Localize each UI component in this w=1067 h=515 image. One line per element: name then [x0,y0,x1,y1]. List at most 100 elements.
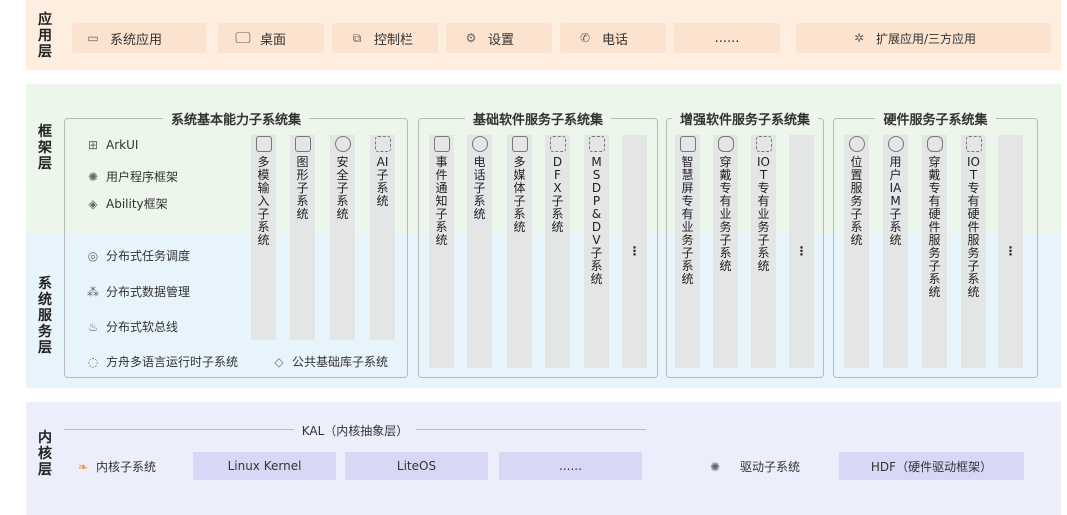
graphics-icon [294,136,311,152]
column-label: IOT专有硬件服务子系统 [967,155,980,299]
item-label: 分布式软总线 [106,320,179,334]
kal-label: KAL（内核抽象层） [64,420,646,439]
app-label: 系统应用 [110,32,163,48]
app-system-app[interactable]: ▭ 系统应用 [72,23,206,53]
group-title: 系统基本能力子系统集 [162,113,309,128]
item-label: 驱动子系统 [740,460,801,474]
security-icon [334,136,351,152]
puzzle-icon: ✲ [853,31,865,45]
subsystem-column: IOT专有硬件服务子系统 [961,135,986,368]
subsystem-column: 多媒体子系统 [507,135,532,368]
group-title: 基础软件服务子系统集 [464,113,611,128]
subsystem-column: 智慧屏专有业务子系统 [675,135,700,368]
subsystem-column: 电话子系统 [467,135,492,368]
common-lib-item: ◇ 公共基础库子系统 [272,353,388,370]
kernel-more[interactable]: ...... [499,452,642,480]
app-label: 桌面 [260,32,287,48]
distributed-task-icon: ◎ [87,248,99,263]
ability-framework-icon: ◈ [88,196,98,211]
kernel-label: LiteOS [396,459,437,473]
app-layer-label: 应用层 [38,12,52,60]
subsystem-column: 位置服务子系统 [844,135,869,368]
subsystem-column: 用户IAM子系统 [883,135,908,368]
ai-icon [374,136,391,152]
distributed-data-icon: ⁂ [87,284,99,299]
framework-item-user-program: ✺ 用户程序框架 [86,168,178,185]
hdf-box[interactable]: HDF（硬件驱动框架） [839,452,1024,480]
app-settings[interactable]: ⚙ 设置 [446,23,552,53]
kernel-subsystem: ❧ 内核子系统 [76,458,156,475]
service-item-bus: ♨ 分布式软总线 [86,318,178,335]
column-label: 安全子系统 [336,155,349,221]
phone-icon [471,136,488,152]
phone-icon: ✆ [579,31,591,45]
group-title: 增强软件服务子系统集 [671,113,818,128]
event-icon [433,136,450,152]
subsystem-column-more: ⋮ [998,135,1023,368]
subsystem-column: 多模输入子系统 [251,135,276,340]
runtime-item: ◌ 方舟多语言运行时子系统 [86,353,238,370]
kal-label-text: KAL（内核抽象层） [293,424,417,438]
app-control-bar[interactable]: ⧉ 控制栏 [332,23,438,53]
kernel-linux[interactable]: Linux Kernel [193,452,336,480]
wearable-hw-icon [926,136,943,152]
subsystem-column-more: ⋮ [789,135,814,368]
hardware-service-group: 硬件服务子系统集 [833,113,1038,378]
driver-icon: ✺ [709,459,721,474]
subsystem-column-more: ⋮ [622,135,647,368]
media-icon [511,136,528,152]
column-label: 多媒体子系统 [513,155,526,234]
subsystem-column: 图形子系统 [290,135,315,340]
column-label: 穿戴专有硬件服务子系统 [928,155,941,299]
column-label: IOT专有业务子系统 [757,155,770,273]
more-label: ⋮ [628,244,641,258]
driver-subsystem: ✺ 驱动子系统 [708,458,800,475]
app-more[interactable]: ...... [674,23,780,53]
hdf-label: HDF（硬件驱动框架） [870,459,993,474]
app-extended[interactable]: ✲ 扩展应用/三方应用 [796,23,1051,53]
column-label: 位置服务子系统 [850,155,863,247]
user-iam-icon [887,136,904,152]
runtime-icon: ◌ [87,354,99,369]
service-layer-label: 系统服务层 [38,276,52,356]
user-program-framework-icon: ✺ [87,169,99,184]
app-label: 电话 [602,32,629,48]
arkui-icon: ⊞ [87,138,99,152]
iot-hw-icon [965,136,982,152]
settings-icon: ⚙ [465,31,477,45]
enhanced-software-group: 增强软件服务子系统集 [666,113,824,378]
item-label: 方舟多语言运行时子系统 [106,355,239,369]
app-desktop[interactable]: 🖵 桌面 [218,23,324,53]
input-icon [255,136,272,152]
column-label: 事件通知子系统 [435,155,448,247]
kernel-liteos[interactable]: LiteOS [345,452,488,480]
kernel-label: Linux Kernel [227,459,302,473]
subsystem-column: 穿戴专有业务子系统 [713,135,738,368]
soft-bus-icon: ♨ [87,319,99,334]
framework-layer-label: 框架层 [38,124,52,172]
item-label: 分布式数据管理 [106,285,191,299]
more-label: ⋮ [1004,244,1017,258]
service-item-task: ◎ 分布式任务调度 [86,247,190,264]
kernel-label: ...... [559,459,582,473]
smart-screen-icon [679,136,696,152]
system-app-icon: ▭ [87,31,99,45]
item-label: 内核子系统 [96,460,157,474]
item-label: Ability框架 [106,197,168,211]
column-label: 用户IAM子系统 [889,155,902,247]
app-label: 控制栏 [374,32,414,48]
desktop-icon: 🖵 [235,28,251,47]
more-label: ⋮ [795,244,808,258]
subsystem-column: 穿戴专有硬件服务子系统 [922,135,947,368]
item-label: 用户程序框架 [106,170,179,184]
framework-item-arkui: ⊞ ArkUI [86,138,138,152]
msdp-icon [588,136,605,152]
subsystem-column: IOT专有业务子系统 [751,135,776,368]
app-phone[interactable]: ✆ 电话 [560,23,666,53]
basic-capability-group: 系统基本能力子系统集 [64,113,408,378]
column-label: DFX子系统 [551,155,564,234]
subsystem-column: DFX子系统 [545,135,570,368]
app-label: 设置 [488,32,515,48]
column-label: 电话子系统 [473,155,486,221]
app-extended-label: 扩展应用/三方应用 [876,31,977,46]
